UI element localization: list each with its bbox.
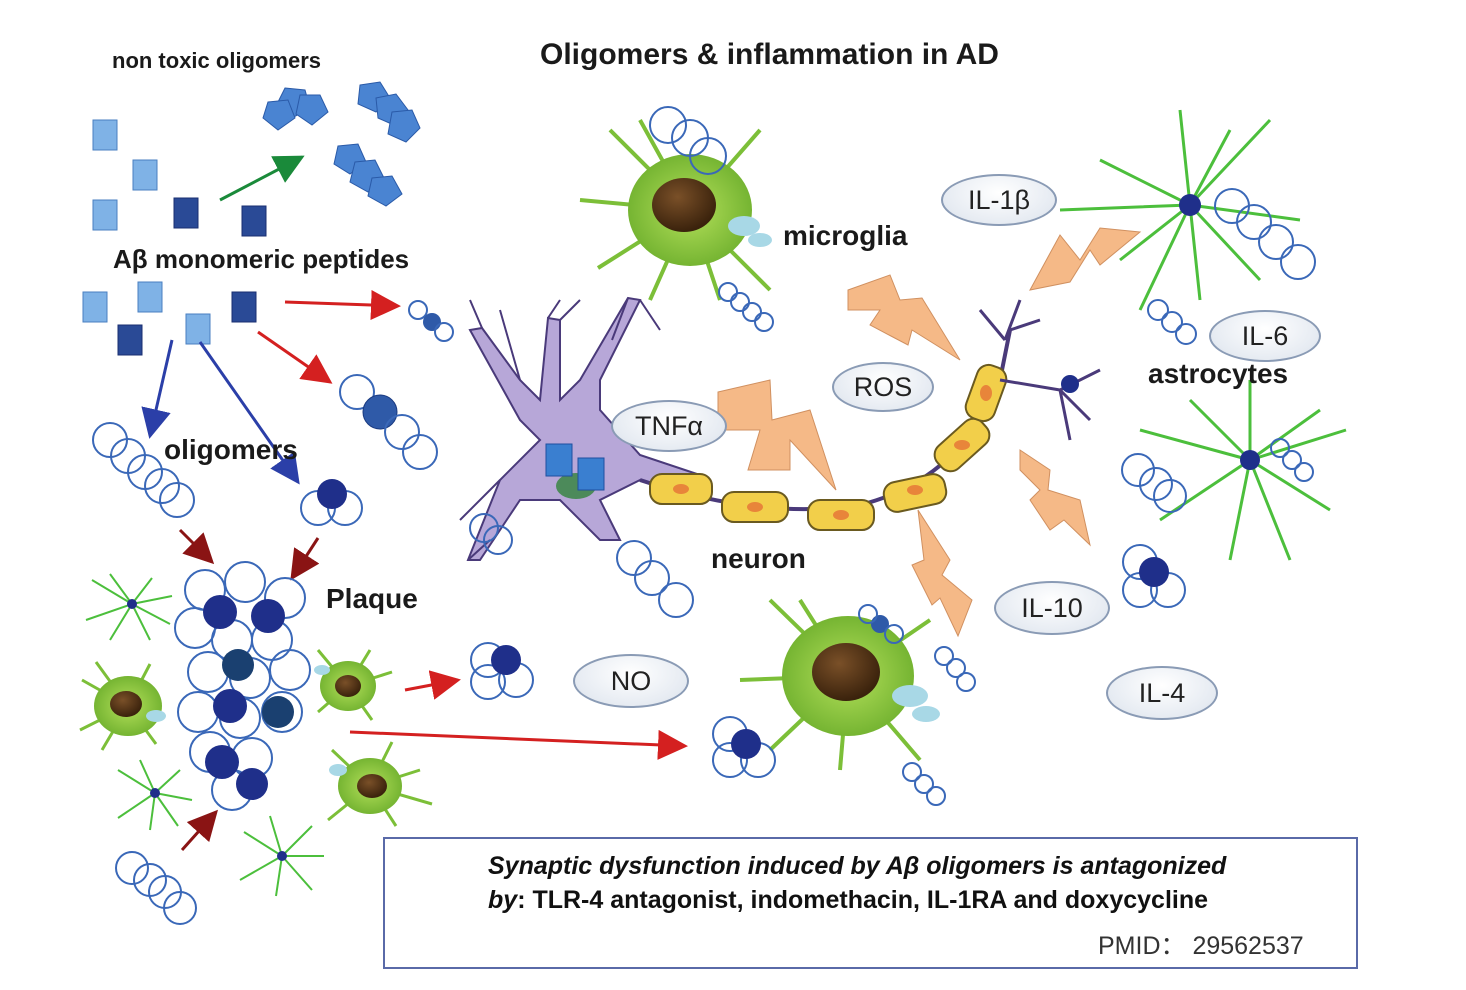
small-astrocyte-1: [85, 573, 173, 641]
mediator-tnfa: TNFα: [611, 400, 727, 452]
mediator-ros: ROS: [832, 362, 934, 412]
label-microglia: microglia: [783, 220, 908, 251]
blue-arrow-2: [198, 341, 300, 485]
non-toxic-oligomer-clusters: [262, 81, 421, 207]
astrocyte-top: [1059, 109, 1316, 345]
note-pmid: PMID： 29562537: [1098, 932, 1304, 960]
label-non-toxic: non toxic oligomers: [112, 48, 322, 73]
oligomer-near-neuron: [339, 374, 438, 470]
darkred-arrow-2: [290, 537, 320, 581]
red-arrow-1: [284, 290, 401, 321]
darkred-arrow-1: [178, 528, 215, 565]
microglia-top: [579, 106, 774, 332]
note-line-2: by: TLR-4 antagonist, indomethacin, IL-1…: [488, 886, 1208, 915]
oligomer-neuron-bottom: [469, 513, 694, 618]
green-arrow: [219, 155, 305, 202]
astrocyte-bottom: [1121, 380, 1347, 561]
blue-arrow-1: [141, 339, 174, 439]
note-line-1: Synaptic dysfunction induced by Aβ oligo…: [488, 852, 1226, 881]
small-microglia-3: [327, 741, 433, 827]
bolt-microglia: [847, 274, 961, 361]
label-neuron: neuron: [711, 543, 806, 574]
bolt-astro: [1019, 449, 1091, 547]
oligomer-toxic-left: [300, 479, 363, 526]
plaque-cluster: [174, 561, 311, 811]
lightning-bolts: [391, 227, 1142, 920]
small-astrocyte-2: [117, 759, 193, 831]
axon: [639, 299, 1101, 531]
note-line-2-italic: by: [488, 886, 518, 914]
bolt-il10: [911, 509, 973, 638]
oligomer-chain-bottom: [115, 851, 197, 925]
red-arrow-3: [404, 670, 461, 700]
small-microglia-2: [314, 649, 393, 721]
microglia-bottom: [739, 598, 976, 806]
note-box: [383, 837, 1358, 969]
darkred-arrow-3: [180, 809, 219, 852]
monomer-squares-top: [92, 119, 267, 237]
oligomer-synapse: [408, 300, 454, 342]
oligomer-chain-left: [92, 422, 195, 518]
mediator-il1b: IL-1β: [941, 174, 1057, 226]
red-arrow-4: [349, 729, 688, 760]
mediator-il6: IL-6: [1209, 310, 1321, 362]
mediator-no: NO: [573, 654, 689, 708]
mediator-il4: IL-4: [1106, 666, 1218, 720]
bolt-il1b: [1029, 227, 1142, 291]
monomer-squares-bottom: [82, 281, 257, 356]
label-astrocytes: astrocytes: [1148, 358, 1289, 389]
diagram-title: Oligomers & inflammation in AD: [540, 38, 999, 71]
oligomer-center-bottom: [470, 642, 534, 700]
oligomer-right: [1122, 544, 1186, 608]
note-line-2-text: : TLR-4 antagonist, indomethacin, IL-1RA…: [517, 886, 1209, 914]
label-monomers: Aβ monomeric peptides: [113, 244, 410, 274]
label-plaque: Plaque: [326, 583, 418, 614]
bolt-tnf: [717, 379, 837, 491]
small-astrocyte-3: [239, 815, 324, 897]
oligomer-bottom-center: [712, 716, 776, 778]
red-arrow-2: [257, 330, 333, 384]
note-line-1-text: Synaptic dysfunction induced by Aβ oligo…: [488, 852, 1227, 880]
small-microglia-1: [79, 661, 166, 751]
mediator-il10: IL-10: [994, 581, 1110, 635]
label-oligomers: oligomers: [164, 434, 298, 465]
